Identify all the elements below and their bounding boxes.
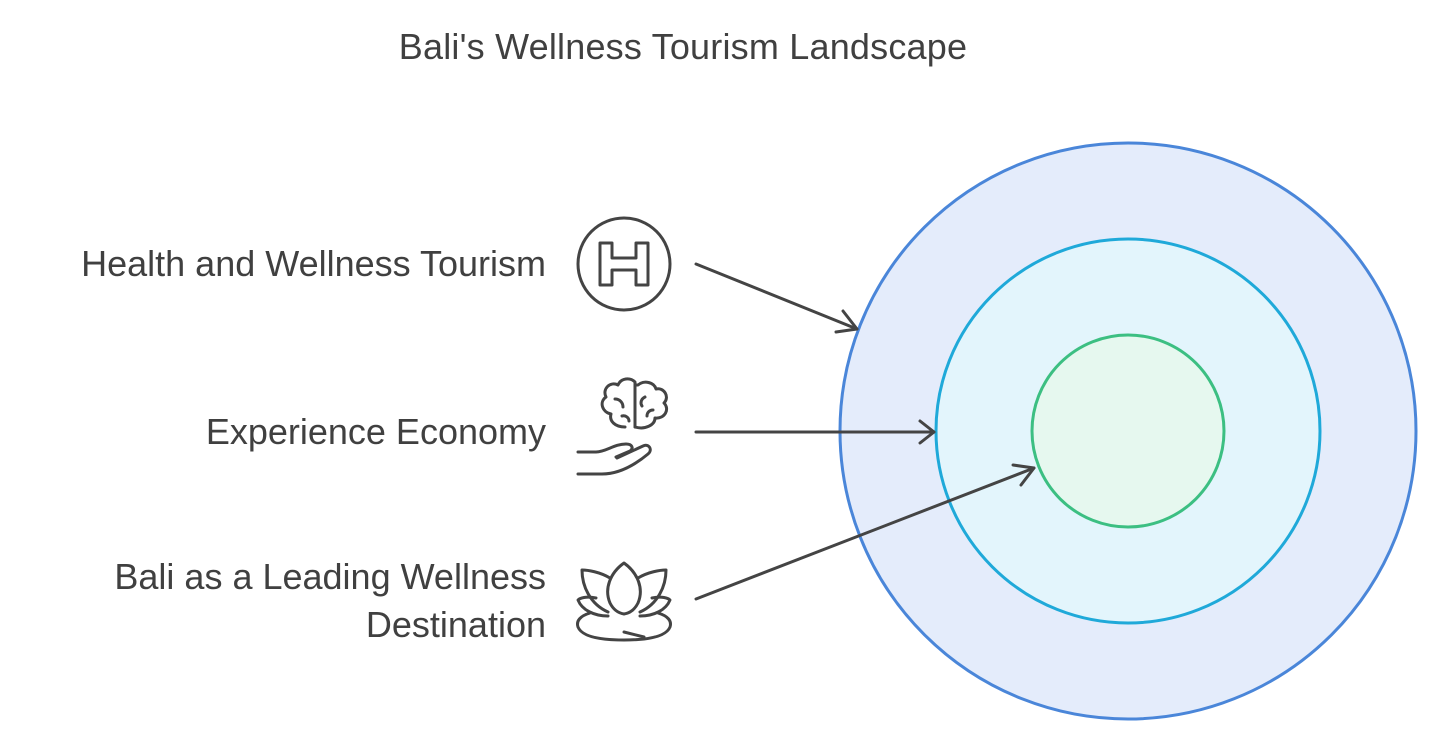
label-text: Health and Wellness Tourism: [81, 243, 546, 284]
hospital-h-icon: [576, 216, 672, 312]
label-bali-leading-destination: Bali as a Leading Wellness Destination: [114, 553, 546, 649]
arrow-bali-to-inner: [694, 463, 1036, 601]
inner-circle-bali: [1030, 333, 1226, 529]
diagram-title: Bali's Wellness Tourism Landscape: [398, 26, 968, 67]
arrow-experience-to-middle: [694, 419, 936, 445]
lotus-icon: [576, 561, 672, 642]
label-line-1: Bali as a Leading Wellness: [114, 556, 546, 597]
label-experience-economy: Experience Economy: [206, 408, 546, 456]
label-text: Experience Economy: [205, 411, 546, 452]
label-health-wellness-tourism: Health and Wellness Tourism: [81, 240, 546, 288]
label-line-2: Destination: [365, 604, 546, 645]
brain-in-hand-icon: [576, 377, 669, 476]
arrow-health-to-outer: [694, 262, 859, 334]
